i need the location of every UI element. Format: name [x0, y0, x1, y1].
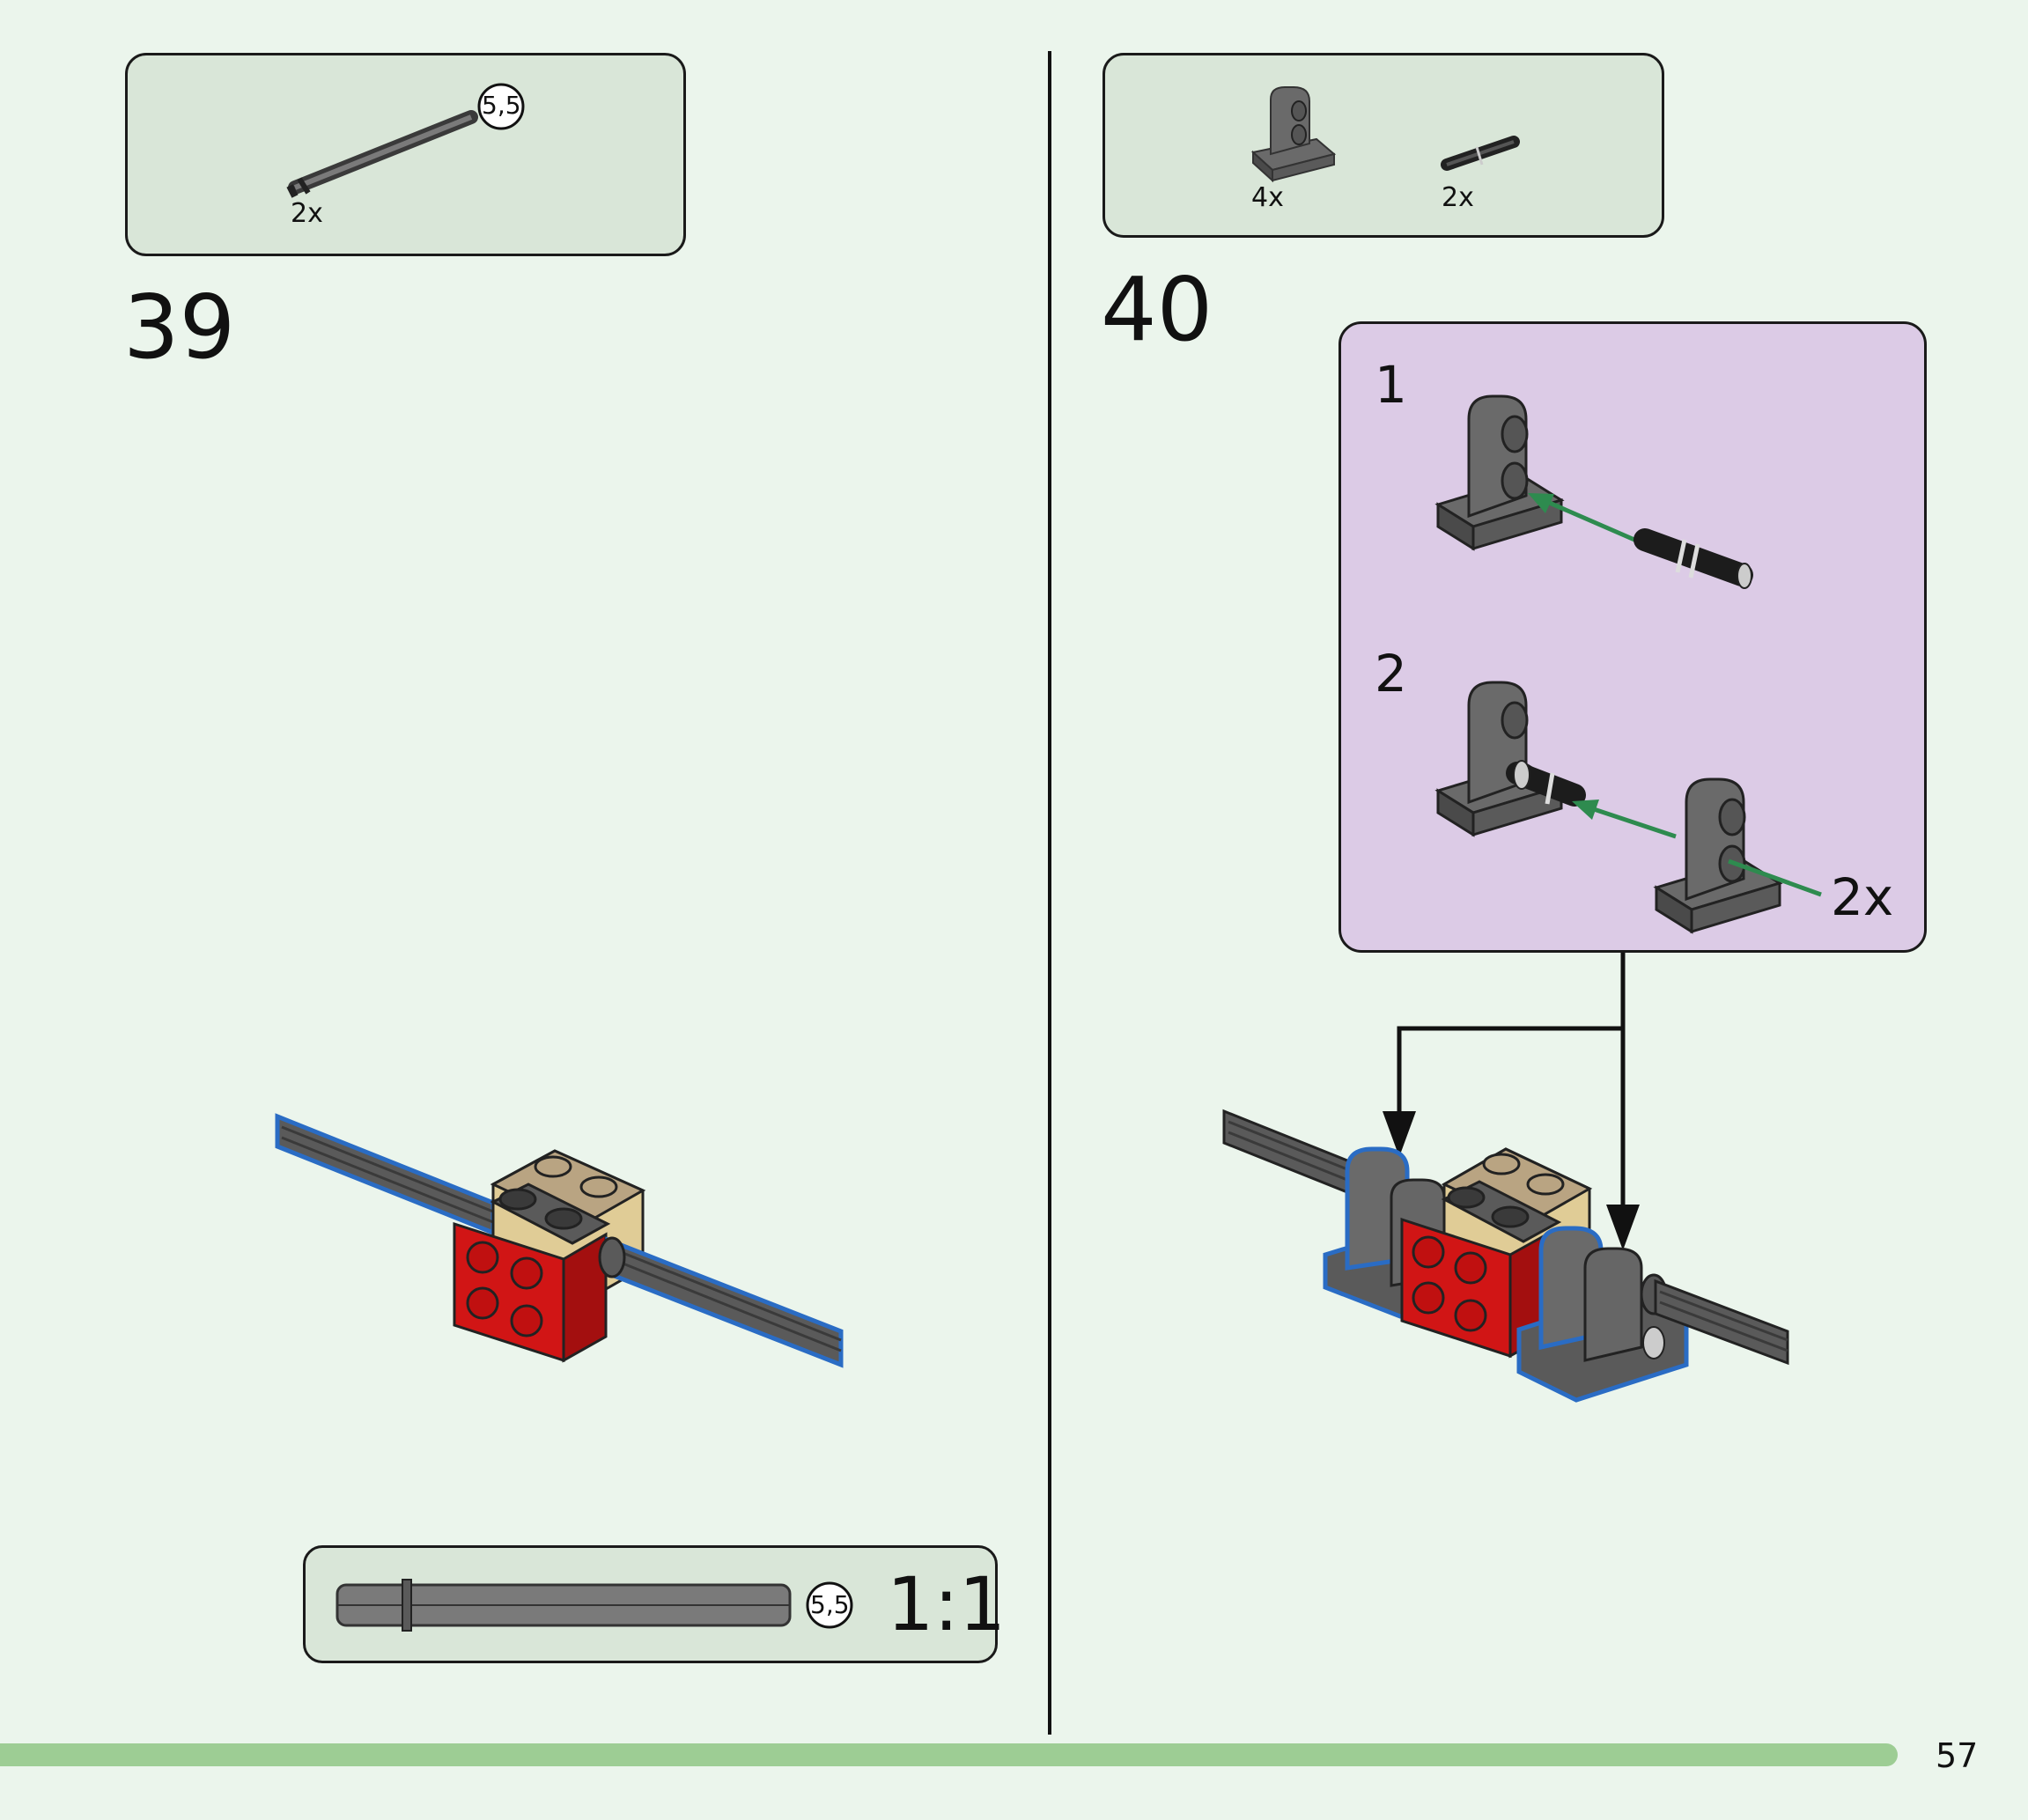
step-40-number: 40 [1101, 258, 1213, 361]
substep-1-pin [1633, 528, 1753, 589]
substep-2-left-block [1434, 681, 1586, 837]
substep-1-number: 1 [1375, 355, 1407, 415]
axle-quantity: 2x [291, 198, 323, 229]
sub-assembly-panel: 1 2 2x [1338, 321, 1927, 953]
scale-ratio: 1:1 [887, 1561, 1007, 1647]
substep-2-number: 2 [1375, 644, 1407, 704]
axle-length-label: 5,5 [482, 91, 521, 120]
sub-assembly-drawing [1434, 394, 1822, 934]
step-40-parts-box: 4x 2x [1102, 53, 1664, 238]
repeat-count: 2x [1831, 867, 1894, 927]
substep-2-right-block [1653, 777, 1783, 934]
connector-pin-quantity: 2x [1442, 182, 1474, 213]
bearing-block-quantity: 4x [1251, 182, 1284, 213]
page-divider [1048, 51, 1051, 1735]
bearing-block-icon [1250, 86, 1337, 183]
page-number: 57 [1936, 1736, 1979, 1775]
axle-part-icon [286, 83, 525, 198]
step-39-parts-box: 5,5 2x [125, 53, 686, 256]
substep-1-bearing-block [1434, 394, 1565, 551]
axle-1-1-icon [336, 1579, 853, 1632]
step-39-scale-callout: 5,5 1:1 [303, 1545, 1006, 1663]
connector-pin-icon [1441, 136, 1520, 171]
step-39-number: 39 [123, 276, 236, 379]
footer-bar [0, 1743, 1898, 1766]
scale-length-label: 5,5 [810, 1590, 850, 1619]
